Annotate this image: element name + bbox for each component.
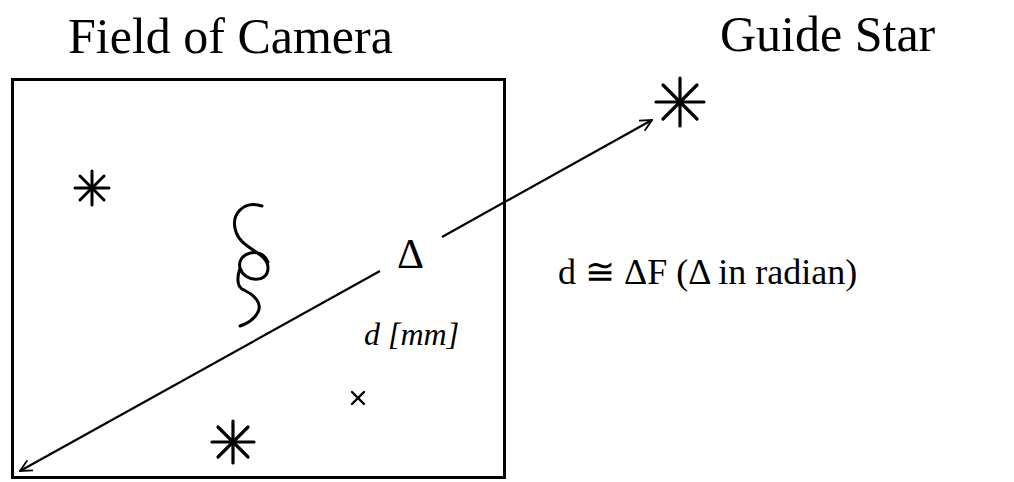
dimension-line [20, 271, 380, 471]
guide-star-label: Guide Star [718, 8, 937, 60]
cross-mark [352, 392, 364, 404]
offset-symbol: Δ [395, 232, 426, 276]
dimension-line [442, 120, 652, 237]
star-symbol [75, 171, 109, 205]
guide-star-symbol [656, 78, 704, 126]
distance-label: d [mm] [362, 317, 461, 351]
star-symbol [212, 421, 254, 463]
field-heading: Field of Camera [68, 11, 393, 61]
camera-field-box: Field of Camera [11, 78, 506, 479]
formula-note: d ≅ ΔF (Δ in radian) [556, 253, 859, 291]
squiggle-object [235, 205, 268, 326]
